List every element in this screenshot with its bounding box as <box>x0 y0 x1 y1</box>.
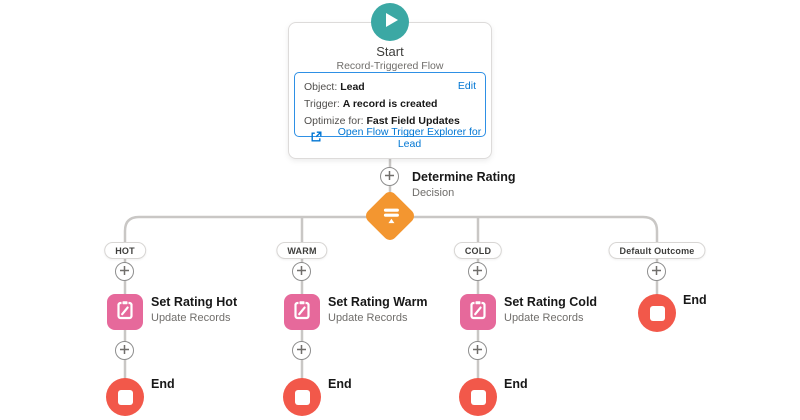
update-records-node-hot[interactable] <box>107 294 143 330</box>
add-element-button[interactable] <box>468 341 487 360</box>
node-type: Update Records <box>151 311 231 324</box>
end-label-cold: End <box>504 377 528 393</box>
outcome-badge-cold: COLD <box>453 242 503 259</box>
add-element-button[interactable] <box>115 341 134 360</box>
config-row-trigger: Trigger: A record is created <box>304 96 476 113</box>
plus-icon <box>472 263 483 281</box>
stop-icon <box>294 389 310 405</box>
config-row-object: Object: Lead <box>304 79 476 96</box>
node-type: Update Records <box>504 311 584 324</box>
end-text: End <box>328 377 352 391</box>
plus-icon <box>296 342 307 360</box>
outcome-badge-warm: WARM <box>276 242 328 259</box>
trigger-label: Trigger: <box>304 98 340 110</box>
update-records-node-cold[interactable] <box>460 294 496 330</box>
start-title: Start <box>376 44 404 59</box>
end-label-warm: End <box>328 377 352 393</box>
decision-title: Determine Rating <box>412 170 516 184</box>
launch-icon <box>310 131 322 146</box>
edit-link[interactable]: Edit <box>457 80 476 92</box>
explorer-row[interactable]: Open Flow Trigger Explorer for Lead <box>310 126 491 150</box>
node-title: Set Rating Hot <box>151 295 238 309</box>
signpost-icon <box>373 199 408 234</box>
node-title: Set Rating Cold <box>504 295 598 309</box>
decision-type: Decision <box>412 186 455 199</box>
add-element-button[interactable] <box>647 262 666 281</box>
plus-icon <box>472 342 483 360</box>
play-icon <box>371 1 409 44</box>
outcome-badge-hot: HOT <box>104 242 146 259</box>
outcome-badge-default: Default Outcome <box>608 242 706 259</box>
clipboard-pencil-icon <box>114 299 136 326</box>
start-type: Record-Triggered Flow <box>336 60 444 72</box>
decision-label: Determine Rating Decision <box>412 170 516 200</box>
end-node-hot[interactable] <box>106 378 144 416</box>
object-label: Object: <box>304 81 338 93</box>
decision-node-icon[interactable] <box>363 189 417 243</box>
end-text: End <box>504 377 528 391</box>
end-label-hot: End <box>151 377 175 393</box>
start-node-icon[interactable] <box>371 3 409 41</box>
end-text: End <box>151 377 175 391</box>
plus-icon <box>119 342 130 360</box>
add-element-button[interactable] <box>292 262 311 281</box>
add-element-button[interactable] <box>115 262 134 281</box>
trigger-value: A record is created <box>342 98 438 110</box>
stop-icon <box>470 389 486 405</box>
update-records-label-hot: Set Rating Hot Update Records <box>151 295 237 325</box>
node-type: Update Records <box>328 311 408 324</box>
optimize-label: Optimize for: <box>304 115 364 127</box>
start-config-box[interactable]: Object: Lead Trigger: A record is create… <box>294 72 486 137</box>
update-records-label-warm: Set Rating Warm Update Records <box>328 295 428 325</box>
plus-icon <box>119 263 130 281</box>
optimize-value: Fast Field Updates <box>366 115 460 127</box>
clipboard-pencil-icon <box>467 299 489 326</box>
add-element-button[interactable] <box>380 167 399 186</box>
plus-icon <box>296 263 307 281</box>
end-label-default: End <box>683 293 707 309</box>
add-element-button[interactable] <box>468 262 487 281</box>
end-node-default[interactable] <box>638 294 676 332</box>
clipboard-pencil-icon <box>291 299 313 326</box>
end-node-cold[interactable] <box>459 378 497 416</box>
update-records-label-cold: Set Rating Cold Update Records <box>504 295 597 325</box>
plus-icon <box>651 263 662 281</box>
update-records-node-warm[interactable] <box>284 294 320 330</box>
stop-icon <box>649 305 665 321</box>
stop-icon <box>117 389 133 405</box>
add-element-button[interactable] <box>292 341 311 360</box>
config-row-optimize: Optimize for: Fast Field Updates <box>304 113 476 130</box>
plus-icon <box>384 168 395 186</box>
object-value: Lead <box>340 81 365 93</box>
explorer-link[interactable]: Open Flow Trigger Explorer for Lead <box>337 126 482 150</box>
end-text: End <box>683 293 707 307</box>
node-title: Set Rating Warm <box>328 295 428 309</box>
end-node-warm[interactable] <box>283 378 321 416</box>
